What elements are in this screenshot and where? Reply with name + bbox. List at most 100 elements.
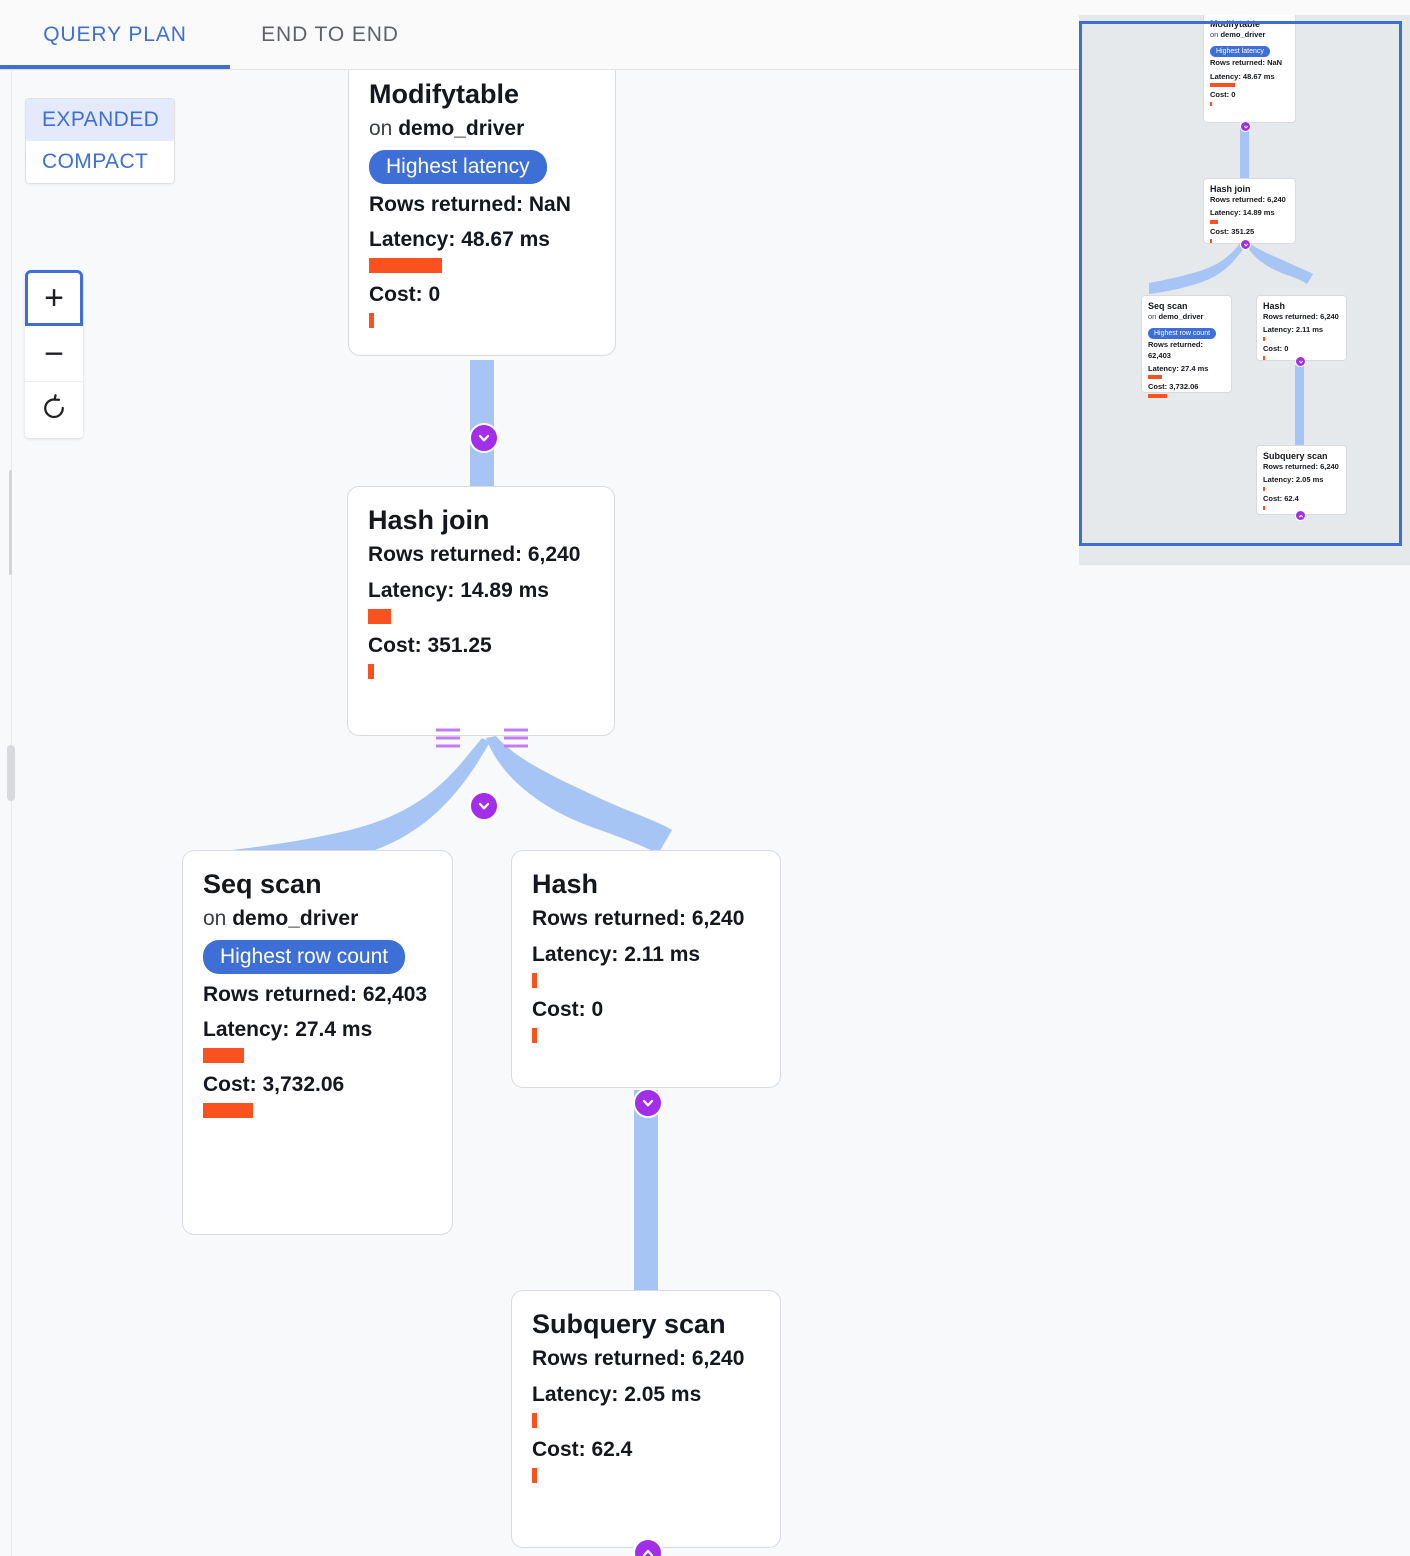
minimap-node-relation: on demo_driver xyxy=(1148,312,1225,322)
plan-node-modifytable[interactable]: Modifytable on demo_driver Highest laten… xyxy=(348,70,616,356)
minimap-node-rows: Rows returned: 62,403 xyxy=(1148,340,1204,360)
minimap-node-cost: Cost: 62.4 xyxy=(1263,494,1299,504)
zoom-in-button[interactable]: + xyxy=(25,270,83,326)
minimap-cost-bar xyxy=(1148,394,1167,399)
latency-bar xyxy=(532,972,537,988)
reset-icon xyxy=(39,393,69,428)
node-latency: Latency: 14.89 ms xyxy=(368,578,549,602)
edge-hash-subqueryscan xyxy=(634,1090,658,1300)
query-plan-canvas[interactable]: EXPANDED COMPACT + − xyxy=(0,70,1410,1556)
edge-hashjoin-hash xyxy=(486,736,672,854)
node-latency: Latency: 2.05 ms xyxy=(532,1382,702,1406)
minimap-toggle-hash[interactable] xyxy=(1295,356,1306,367)
node-latency: Latency: 48.67 ms xyxy=(369,227,550,251)
minimap-node-latency: Latency: 27.4 ms xyxy=(1148,363,1209,373)
plan-node-subquery-scan[interactable]: Subquery scan Rows returned: 6,240 Laten… xyxy=(511,1290,781,1548)
node-relation: on demo_driver xyxy=(203,906,432,931)
expand-toggle-subquery-scan[interactable] xyxy=(633,1538,663,1556)
cost-bar xyxy=(368,664,374,680)
minimap-latency-bar xyxy=(1263,337,1265,342)
minimap-relation-name: demo_driver xyxy=(1158,312,1204,322)
node-rows-returned: Rows returned: 6,240 xyxy=(368,543,581,567)
minimap-node-seq-scan[interactable]: Seq scan on demo_driver Highest row coun… xyxy=(1141,295,1232,399)
minimap-node-title: Subquery scan xyxy=(1263,451,1328,461)
minimap-node-rows: Rows returned: NaN xyxy=(1210,58,1283,68)
minimap-latency-bar xyxy=(1210,83,1235,88)
view-mode-expanded[interactable]: EXPANDED xyxy=(26,99,174,141)
minimap-node-latency: Latency: 14.89 ms xyxy=(1210,208,1275,218)
node-title: Modifytable xyxy=(369,79,520,109)
panel-resize-handle[interactable] xyxy=(7,745,15,801)
plan-node-hash[interactable]: Hash Rows returned: 6,240 Latency: 2.11 … xyxy=(511,850,781,1088)
node-rows-returned: Rows returned: 62,403 xyxy=(203,982,428,1006)
minimap-node-cost: Cost: 351.25 xyxy=(1210,227,1255,237)
zoom-out-button[interactable]: − xyxy=(25,326,83,382)
node-cost: Cost: 3,732.06 xyxy=(203,1073,345,1097)
collapse-toggle-hash[interactable] xyxy=(633,1088,663,1118)
minimap-cost-bar xyxy=(1210,102,1212,107)
minimap-node-title: Seq scan xyxy=(1148,301,1188,311)
plus-icon: + xyxy=(44,279,64,317)
minimap-node-modifytable[interactable]: Modifytable on demo_driver Highest laten… xyxy=(1203,15,1296,123)
panel-resize-handle-top[interactable] xyxy=(9,470,12,575)
minimap-toggle-subquery-scan[interactable] xyxy=(1295,510,1306,521)
minimap-node-relation: on demo_driver xyxy=(1210,30,1289,40)
node-title: Hash join xyxy=(368,505,490,535)
minimap-node-cost: Cost: 3,732.06 xyxy=(1148,382,1199,392)
node-title: Subquery scan xyxy=(532,1309,726,1339)
minus-icon: − xyxy=(44,334,64,373)
node-rows-returned: Rows returned: 6,240 xyxy=(532,1347,745,1371)
minimap-node-rows: Rows returned: 6,240 xyxy=(1210,195,1286,205)
latency-bar xyxy=(369,258,442,274)
collapse-toggle-modifytable[interactable] xyxy=(469,423,499,453)
minimap-node-cost: Cost: 0 xyxy=(1210,90,1236,100)
minimap-node-hash[interactable]: Hash Rows returned: 6,240 Latency: 2.11 … xyxy=(1256,295,1347,361)
minimap-node-rows: Rows returned: 6,240 xyxy=(1263,312,1339,322)
minimap-node-subquery-scan[interactable]: Subquery scan Rows returned: 6,240 Laten… xyxy=(1256,445,1347,515)
zoom-reset-button[interactable] xyxy=(25,382,83,438)
collapse-rails-hash-join xyxy=(436,728,528,748)
plan-graph: Modifytable on demo_driver Highest laten… xyxy=(0,70,1410,1556)
tab-query-plan[interactable]: QUERY PLAN xyxy=(0,0,230,69)
latency-bar xyxy=(532,1412,537,1428)
minimap-toggle-hash-join[interactable] xyxy=(1240,239,1251,250)
minimap-node-cost: Cost: 0 xyxy=(1263,344,1289,354)
minimap-node-latency: Latency: 48.67 ms xyxy=(1210,71,1275,81)
plan-node-hash-join[interactable]: Hash join Rows returned: 6,240 Latency: … xyxy=(347,486,615,736)
minimap-node-title: Hash xyxy=(1263,301,1286,311)
minimap-node-rows: Rows returned: 6,240 xyxy=(1263,462,1339,472)
minimap-node-title: Modifytable xyxy=(1210,19,1261,29)
minimap-toggle-modifytable[interactable] xyxy=(1240,121,1251,132)
minimap-latency-bar xyxy=(1210,220,1218,225)
cost-bar xyxy=(532,1028,537,1044)
latency-bar xyxy=(368,608,391,624)
view-mode-toggle: EXPANDED COMPACT xyxy=(25,98,175,184)
minimap-cost-bar xyxy=(1210,238,1212,243)
minimap-edges xyxy=(1149,127,1313,447)
node-relation-prefix: on xyxy=(369,117,393,141)
node-latency: Latency: 27.4 ms xyxy=(203,1017,373,1041)
plan-node-seq-scan[interactable]: Seq scan on demo_driver Highest row coun… xyxy=(182,850,453,1235)
minimap[interactable]: Modifytable on demo_driver Highest laten… xyxy=(1079,15,1410,565)
node-latency: Latency: 2.11 ms xyxy=(532,942,701,966)
cost-bar xyxy=(203,1103,253,1119)
node-title: Seq scan xyxy=(203,869,322,899)
node-relation-prefix: on xyxy=(203,907,227,931)
view-mode-compact-label: COMPACT xyxy=(42,150,149,173)
status-badge: Highest row count xyxy=(203,939,406,974)
minimap-latency-bar xyxy=(1263,487,1265,492)
view-mode-compact[interactable]: COMPACT xyxy=(26,141,174,183)
node-cost: Cost: 62.4 xyxy=(532,1437,633,1461)
view-mode-expanded-label: EXPANDED xyxy=(42,108,160,131)
latency-bar xyxy=(203,1048,244,1064)
minimap-cost-bar xyxy=(1263,355,1265,360)
minimap-node-latency: Latency: 2.05 ms xyxy=(1263,475,1324,485)
status-badge: Highest latency xyxy=(369,149,547,184)
node-title: Hash xyxy=(532,869,599,899)
tab-end-to-end[interactable]: END TO END xyxy=(230,0,430,69)
tab-end-to-end-label: END TO END xyxy=(261,22,399,46)
minimap-node-hash-join[interactable]: Hash join Rows returned: 6,240 Latency: … xyxy=(1203,178,1296,244)
tab-query-plan-label: QUERY PLAN xyxy=(43,22,187,46)
collapse-toggle-hash-join[interactable] xyxy=(469,791,499,821)
minimap-relation-prefix: on xyxy=(1210,30,1219,40)
